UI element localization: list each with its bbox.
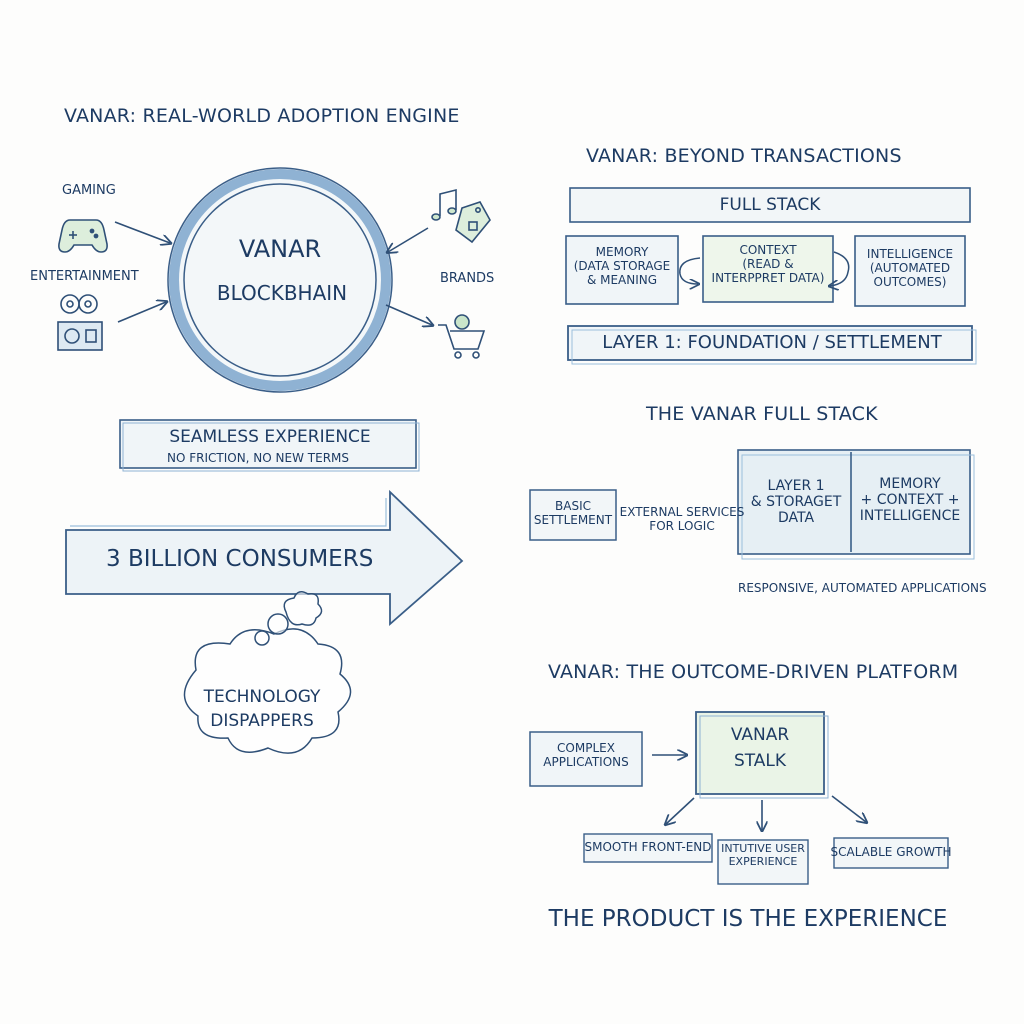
vanar-stack-title: VANAR xyxy=(730,725,790,745)
input-label-gaming: GAMING xyxy=(62,183,116,198)
experience-title: SEAMLESS EXPERIENCE xyxy=(169,427,371,447)
shopping-cart-icon xyxy=(438,314,486,359)
ux-frame xyxy=(717,839,809,885)
full-stack-title: THE VANAR FULL STACK xyxy=(646,403,878,425)
vanar-stack-frame xyxy=(695,711,825,795)
outcome-growth: SCALABLE GROWTH xyxy=(830,845,952,859)
context-box-text: CONTEXT (READ & INTERPPRET DATA) xyxy=(711,243,825,285)
vanar-stack-subtitle: STALK xyxy=(733,751,787,771)
foundation-bar xyxy=(567,325,973,361)
platform-title: VANAR: THE OUTCOME-DRIVEN PLATFORM xyxy=(548,661,959,683)
layer-storage-text: LAYER 1 & STORAGET DATA xyxy=(750,478,842,527)
foundation-label: LAYER 1: FOUNDATION / SETTLEMENT xyxy=(602,332,942,353)
arrow-stack-to-frontend xyxy=(666,797,695,824)
memory-box-frame xyxy=(565,235,679,305)
memory-box-text: MEMORY (DATA STORAGE & MEANING xyxy=(573,245,671,287)
thought-line-2: DISPAPPERS xyxy=(210,711,314,731)
intelligence-box-frame xyxy=(854,235,966,307)
external-services-text: EXTERNAL SERVICES FOR LOGIC xyxy=(619,505,745,533)
seamless-experience-box xyxy=(119,419,420,472)
arrow-core-to-cart xyxy=(385,304,432,325)
arrow-gaming-to-core xyxy=(114,221,170,243)
core-subtitle: BLOCKBHAIN xyxy=(216,281,348,305)
gamepad-icon xyxy=(58,219,108,253)
arrow-entertainment-to-core xyxy=(117,302,166,323)
consumers-label: 3 BILLION CONSUMERS xyxy=(106,546,374,572)
growth-frame xyxy=(833,837,949,869)
film-projector-icon xyxy=(57,294,103,351)
platform-tagline: THE PRODUCT IS THE EXPERIENCE xyxy=(548,906,948,932)
outcome-frontend: SMOOTH FRONT-END xyxy=(584,840,712,854)
adoption-title: VANAR: REAL-WORLD ADOPTION ENGINE xyxy=(64,105,460,127)
outcome-ux: INTUTIVE USER EXPERIENCE xyxy=(721,842,805,868)
memory-context-text: MEMORY + CONTEXT + INTELLIGENCE xyxy=(859,476,961,525)
frontend-frame xyxy=(583,833,713,863)
experience-subtitle: NO FRICTION, NO NEW TERMS xyxy=(166,451,350,465)
input-label-entertainment: ENTERTAINMENT xyxy=(30,269,139,284)
transactions-title: VANAR: BEYOND TRANSACTIONS xyxy=(586,145,902,167)
input-label-brands: BRANDS xyxy=(440,271,495,286)
memory-context-loop xyxy=(679,257,700,284)
stack-outer-frame xyxy=(737,449,971,555)
basic-settlement-text: BASIC SETTLEMENT xyxy=(533,499,613,527)
context-box-frame xyxy=(702,235,834,303)
context-intelligence-loop xyxy=(830,251,850,286)
basic-settlement-frame xyxy=(529,489,617,541)
full-stack-bar xyxy=(569,187,971,223)
core-title: VANAR xyxy=(238,235,322,263)
full-stack-label: FULL STACK xyxy=(719,195,821,215)
arrow-music-to-core xyxy=(388,227,429,252)
complex-apps-text: COMPLEX APPLICATIONS xyxy=(543,741,629,769)
responsive-caption: RESPONSIVE, AUTOMATED APPLICATIONS xyxy=(738,581,987,595)
thought-cloud xyxy=(183,591,352,754)
blockchain-circle xyxy=(167,167,393,393)
complex-apps-frame xyxy=(529,731,643,787)
consumer-arrow xyxy=(65,489,464,626)
thought-line-1: TECHNOLOGY xyxy=(203,687,321,707)
intelligence-box-text: INTELLIGENCE (AUTOMATED OUTCOMES) xyxy=(866,247,954,289)
music-tag-icon xyxy=(431,188,491,244)
arrow-stack-to-growth xyxy=(831,795,866,822)
